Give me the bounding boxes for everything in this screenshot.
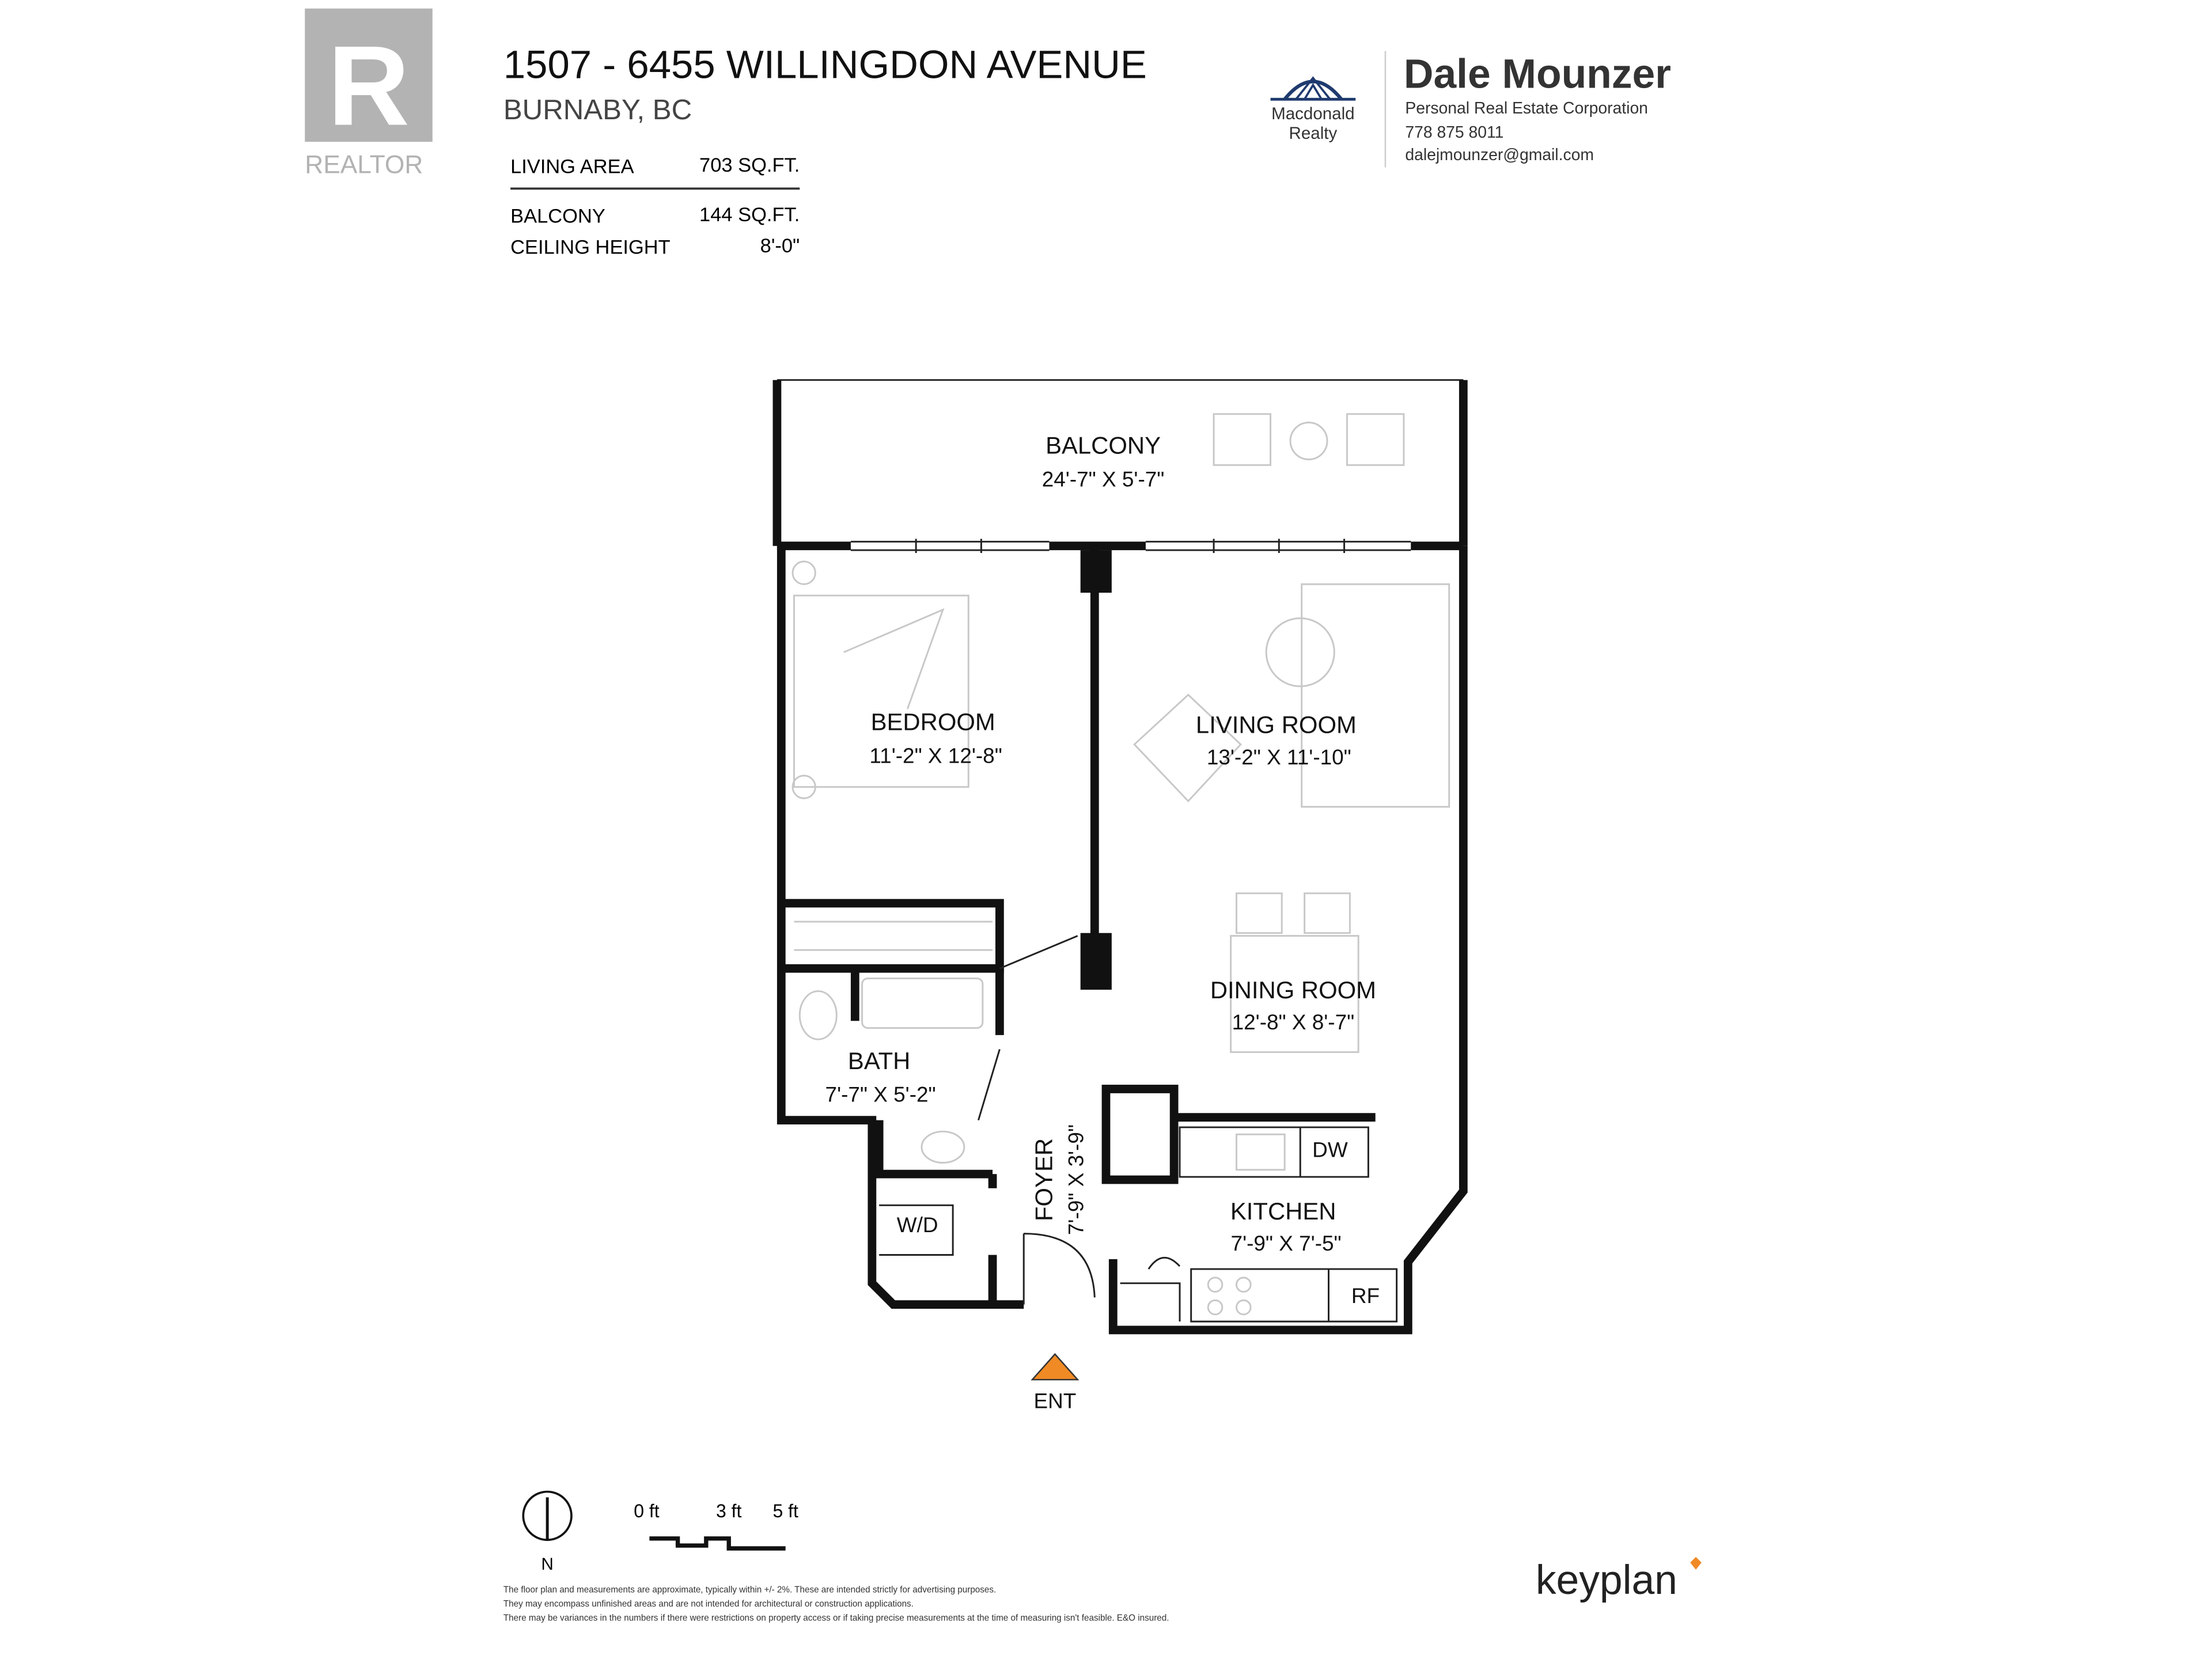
room-dims-bedroom: 11'-2" X 12'-8" — [869, 744, 1002, 767]
room-label-bath: BATH — [848, 1047, 910, 1074]
stat-label: LIVING AREA — [510, 156, 634, 177]
room-label-bedroom: BEDROOM — [871, 709, 995, 736]
floor-plan: BALCONY 24'-7" X 5'-7" BEDROOM 11'-2" X … — [772, 379, 1468, 1412]
stat-value: 8'-0" — [760, 235, 800, 257]
property-city: BURNABY, BC — [503, 94, 692, 126]
agent-email[interactable]: dalejmounzer@gmail.com — [1405, 145, 1594, 164]
room-dims-kitchen: 7'-9" X 7'-5" — [1231, 1232, 1342, 1255]
disclaimer-line: There may be variances in the numbers if… — [503, 1613, 1169, 1623]
scale-label: 5 ft — [772, 1501, 798, 1521]
stat-value: 144 SQ.FT. — [699, 204, 800, 226]
keyplan-logo-text: keyplan — [1536, 1557, 1677, 1603]
north-label: N — [541, 1555, 553, 1574]
agent-name: Dale Mounzer — [1404, 51, 1671, 97]
room-label-balcony: BALCONY — [1046, 432, 1161, 459]
fridge-label: RF — [1351, 1284, 1380, 1308]
agent-phone[interactable]: 778 875 8011 — [1405, 123, 1503, 141]
scale-bar: 0 ft 3 ft 5 ft — [634, 1501, 798, 1551]
room-dims-dining: 12'-8" X 8'-7" — [1232, 1010, 1355, 1034]
room-dims-balcony: 24'-7" X 5'-7" — [1042, 467, 1165, 491]
scale-label: 3 ft — [716, 1501, 742, 1521]
disclaimer: The floor plan and measurements are appr… — [503, 1585, 1169, 1623]
room-label-living: LIVING ROOM — [1196, 711, 1357, 738]
realtor-r-glyph: R — [328, 22, 410, 149]
room-label-foyer: FOYER — [1030, 1138, 1057, 1221]
dishwasher-label: DW — [1312, 1138, 1348, 1162]
brokerage-line2: Realty — [1289, 124, 1338, 143]
macdonald-realty-logo: Macdonald Realty — [1270, 76, 1356, 143]
entrance-label: ENT — [1033, 1389, 1076, 1412]
brokerage-line1: Macdonald — [1271, 104, 1354, 123]
agent-title: Personal Real Estate Corporation — [1405, 99, 1648, 117]
room-dims-bath: 7'-7" X 5'-2" — [825, 1083, 936, 1107]
disclaimer-line: They may encompass unfinished areas and … — [503, 1599, 914, 1609]
washer-dryer-label: W/D — [897, 1213, 938, 1237]
room-label-dining: DINING ROOM — [1210, 976, 1376, 1003]
scale-label: 0 ft — [634, 1501, 660, 1521]
keyplan-logo: keyplan — [1536, 1556, 1702, 1603]
keyplan-accent-icon — [1690, 1556, 1702, 1570]
north-compass: N — [522, 1490, 573, 1574]
property-stats: LIVING AREA 703 SQ.FT. BALCONY 144 SQ.FT… — [510, 154, 800, 259]
property-title: 1507 - 6455 WILLINGDON AVENUE — [503, 42, 1147, 86]
stat-value: 703 SQ.FT. — [699, 154, 800, 176]
stat-label: CEILING HEIGHT — [510, 237, 671, 259]
realtor-watermark-text: REALTOR — [305, 150, 423, 179]
room-dims-living: 13'-2" X 11'-10" — [1207, 745, 1351, 769]
realtor-watermark-logo: R REALTOR — [305, 8, 433, 179]
stat-label: BALCONY — [510, 205, 605, 227]
entrance-arrow-icon — [1031, 1353, 1080, 1381]
disclaimer-line: The floor plan and measurements are appr… — [503, 1585, 996, 1594]
room-dims-foyer: 7'-9" X 3'-9" — [1065, 1124, 1088, 1235]
room-label-kitchen: KITCHEN — [1230, 1198, 1336, 1225]
